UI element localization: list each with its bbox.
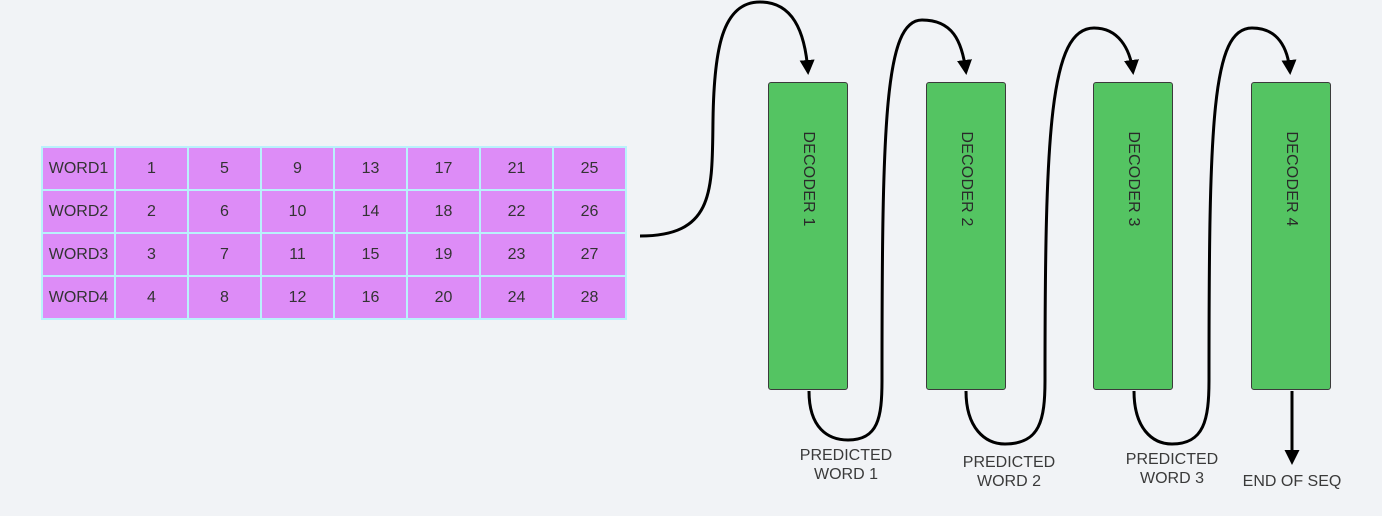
predicted-word-2-label: PREDICTED WORD 2 — [959, 453, 1059, 491]
word-embedding-table: WORD1 1 5 9 13 17 21 25 WORD2 2 6 10 14 … — [41, 146, 627, 320]
predicted-word-3-label: PREDICTED WORD 3 — [1122, 450, 1222, 488]
predicted-word-1-label: PREDICTED WORD 1 — [796, 446, 896, 484]
table-cell: 1 — [114, 146, 189, 191]
table-cell: 6 — [187, 189, 262, 234]
table-cell: 26 — [552, 189, 627, 234]
table-cell: 24 — [479, 275, 554, 320]
table-cell: 28 — [552, 275, 627, 320]
end-of-sequence-label: END OF SEQ — [1237, 472, 1347, 491]
connector-decoder-1-to-decoder-2 — [807, 18, 972, 442]
output-label-line: PREDICTED — [962, 454, 1056, 471]
table-cell: 3 — [114, 232, 189, 277]
table-cell: 9 — [260, 146, 335, 191]
connector-table-to-decoder-1 — [639, 0, 815, 238]
output-label-line: WORD 2 — [977, 473, 1041, 490]
output-label-line: PREDICTED — [1125, 451, 1219, 468]
row-label: WORD3 — [41, 232, 116, 277]
table-row: WORD1 1 5 9 13 17 21 25 — [41, 146, 627, 191]
table-cell: 5 — [187, 146, 262, 191]
table-cell: 22 — [479, 189, 554, 234]
output-label-line: WORD 3 — [1140, 470, 1204, 487]
table-cell: 4 — [114, 275, 189, 320]
table-cell: 20 — [406, 275, 481, 320]
table-cell: 12 — [260, 275, 335, 320]
table-row: WORD3 3 7 11 15 19 23 27 — [41, 232, 627, 277]
connector-decoder-3-to-decoder-4 — [1132, 26, 1297, 446]
connector-decoder-2-to-decoder-3 — [964, 26, 1139, 446]
row-label: WORD1 — [41, 146, 116, 191]
table-cell: 2 — [114, 189, 189, 234]
output-label-line: PREDICTED — [799, 447, 893, 464]
table-cell: 23 — [479, 232, 554, 277]
table-cell: 10 — [260, 189, 335, 234]
decoder-4-block: DECODER 4 — [1251, 82, 1331, 390]
table-cell: 15 — [333, 232, 408, 277]
table-cell: 27 — [552, 232, 627, 277]
table-cell: 14 — [333, 189, 408, 234]
decoder-1-block: DECODER 1 — [768, 82, 848, 390]
table-cell: 25 — [552, 146, 627, 191]
decoder-3-label: DECODER 3 — [1125, 131, 1142, 227]
decoder-3-block: DECODER 3 — [1093, 82, 1173, 390]
table-cell: 16 — [333, 275, 408, 320]
decoder-2-block: DECODER 2 — [926, 82, 1006, 390]
table-cell: 13 — [333, 146, 408, 191]
decoder-4-label: DECODER 4 — [1283, 131, 1300, 227]
table-cell: 7 — [187, 232, 262, 277]
table-cell: 18 — [406, 189, 481, 234]
table-cell: 21 — [479, 146, 554, 191]
table-row: WORD4 4 8 12 16 20 24 28 — [41, 275, 627, 320]
table-cell: 11 — [260, 232, 335, 277]
table-cell: 17 — [406, 146, 481, 191]
table-cell: 19 — [406, 232, 481, 277]
row-label: WORD4 — [41, 275, 116, 320]
decoder-1-label: DECODER 1 — [800, 131, 817, 227]
table-cell: 8 — [187, 275, 262, 320]
output-label-line: END OF SEQ — [1242, 473, 1342, 490]
row-label: WORD2 — [41, 189, 116, 234]
decoder-2-label: DECODER 2 — [958, 131, 975, 227]
output-label-line: WORD 1 — [814, 466, 878, 483]
table-row: WORD2 2 6 10 14 18 22 26 — [41, 189, 627, 234]
